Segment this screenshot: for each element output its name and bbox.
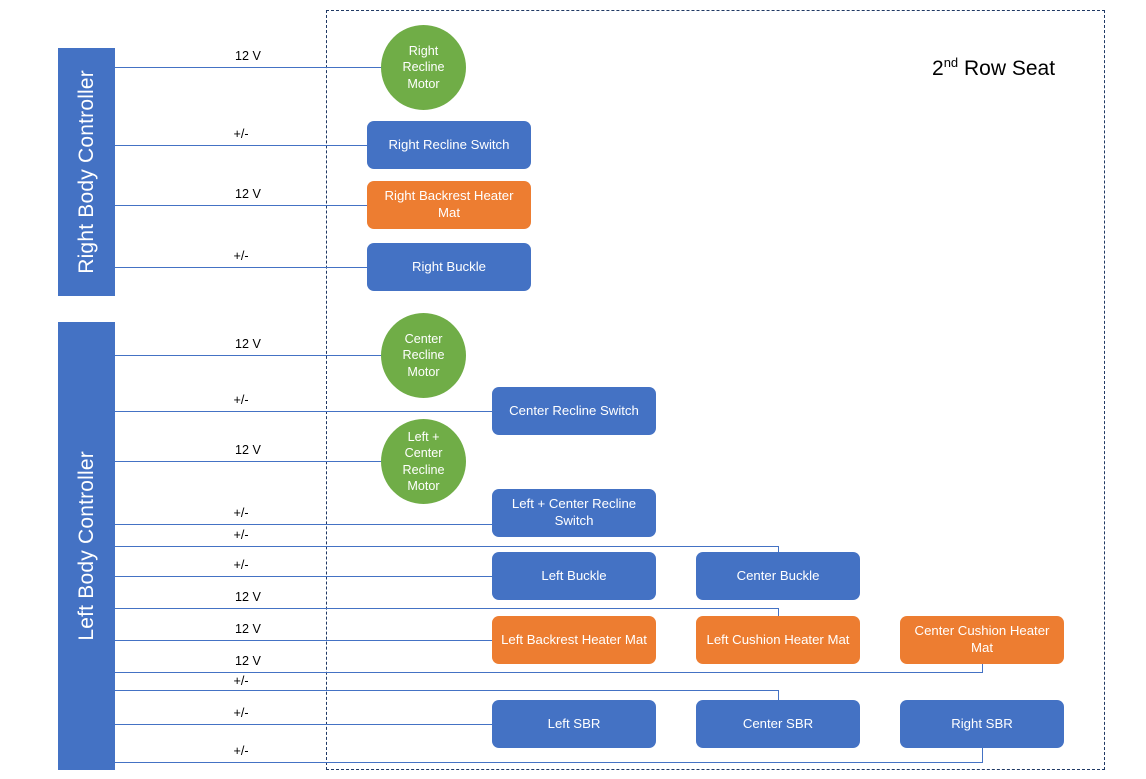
wire-left-7	[115, 608, 779, 609]
connector-center-buckle	[778, 546, 779, 552]
node-right-sbr[interactable]: Right SBR	[900, 700, 1064, 748]
connector-left-cushion-heater-mat	[778, 608, 779, 616]
wire-right-2	[115, 145, 368, 146]
wire-right-3	[115, 205, 368, 206]
connector-right-sbr	[982, 748, 983, 763]
node-right-recline-switch[interactable]: Right Recline Switch	[367, 121, 531, 169]
wire-label-left-9: 12 V	[235, 654, 261, 668]
wire-left-2	[115, 411, 493, 412]
wire-label-left-5: +/-	[233, 528, 249, 542]
node-center-buckle[interactable]: Center Buckle	[696, 552, 860, 600]
node-left-center-recline-motor[interactable]: Left + Center Recline Motor	[381, 419, 466, 504]
node-left-cushion-heater-mat[interactable]: Left Cushion Heater Mat	[696, 616, 860, 664]
wire-label-right-1: 12 V	[235, 49, 261, 63]
node-center-cushion-heater-mat[interactable]: Center Cushion Heater Mat	[900, 616, 1064, 664]
node-center-recline-switch[interactable]: Center Recline Switch	[492, 387, 656, 435]
connector-center-sbr	[778, 690, 779, 702]
wire-label-right-2: +/-	[233, 127, 249, 141]
wire-right-4	[115, 267, 368, 268]
wire-left-6	[115, 576, 493, 577]
wire-right-1	[115, 67, 383, 68]
wire-left-3	[115, 461, 383, 462]
right-body-controller-label: Right Body Controller	[74, 70, 98, 274]
wire-left-8	[115, 640, 493, 641]
wire-left-11	[115, 724, 493, 725]
wire-left-12	[115, 762, 983, 763]
second-row-seat-zone	[326, 10, 1105, 770]
node-right-backrest-heater-mat[interactable]: Right Backrest Heater Mat	[367, 181, 531, 229]
wire-left-1	[115, 355, 383, 356]
node-left-sbr[interactable]: Left SBR	[492, 700, 656, 748]
zone-title-number: 2	[932, 57, 944, 80]
wire-left-10	[115, 690, 779, 691]
node-center-recline-motor[interactable]: Center Recline Motor	[381, 313, 466, 398]
wire-left-9	[115, 672, 983, 673]
zone-title-ordinal: nd	[943, 55, 959, 70]
wire-label-left-11: +/-	[233, 706, 249, 720]
node-left-buckle[interactable]: Left Buckle	[492, 552, 656, 600]
wire-left-5	[115, 546, 779, 547]
zone-title: 2nd Row Seat	[932, 55, 1055, 81]
wire-label-left-10: +/-	[233, 674, 249, 688]
wire-left-4	[115, 524, 493, 525]
node-right-buckle[interactable]: Right Buckle	[367, 243, 531, 291]
wire-label-left-12: +/-	[233, 744, 249, 758]
node-right-recline-motor[interactable]: Right Recline Motor	[381, 25, 466, 110]
wire-label-left-1: 12 V	[235, 337, 261, 351]
wire-label-left-3: 12 V	[235, 443, 261, 457]
wire-label-right-3: 12 V	[235, 187, 261, 201]
node-left-center-recline-switch[interactable]: Left + Center Recline Switch	[492, 489, 656, 537]
wire-label-left-8: 12 V	[235, 622, 261, 636]
left-body-controller[interactable]: Left Body Controller	[58, 322, 115, 770]
node-center-sbr[interactable]: Center SBR	[696, 700, 860, 748]
wire-label-left-6: +/-	[233, 558, 249, 572]
wire-label-left-7: 12 V	[235, 590, 261, 604]
wire-label-right-4: +/-	[233, 249, 249, 263]
connector-center-cushion-heater-mat	[982, 664, 983, 673]
wire-label-left-2: +/-	[233, 393, 249, 407]
right-body-controller[interactable]: Right Body Controller	[58, 48, 115, 296]
zone-title-text: Row Seat	[958, 57, 1056, 80]
node-left-backrest-heater-mat[interactable]: Left Backrest Heater Mat	[492, 616, 656, 664]
wire-label-left-4: +/-	[233, 506, 249, 520]
left-body-controller-label: Left Body Controller	[74, 451, 98, 641]
